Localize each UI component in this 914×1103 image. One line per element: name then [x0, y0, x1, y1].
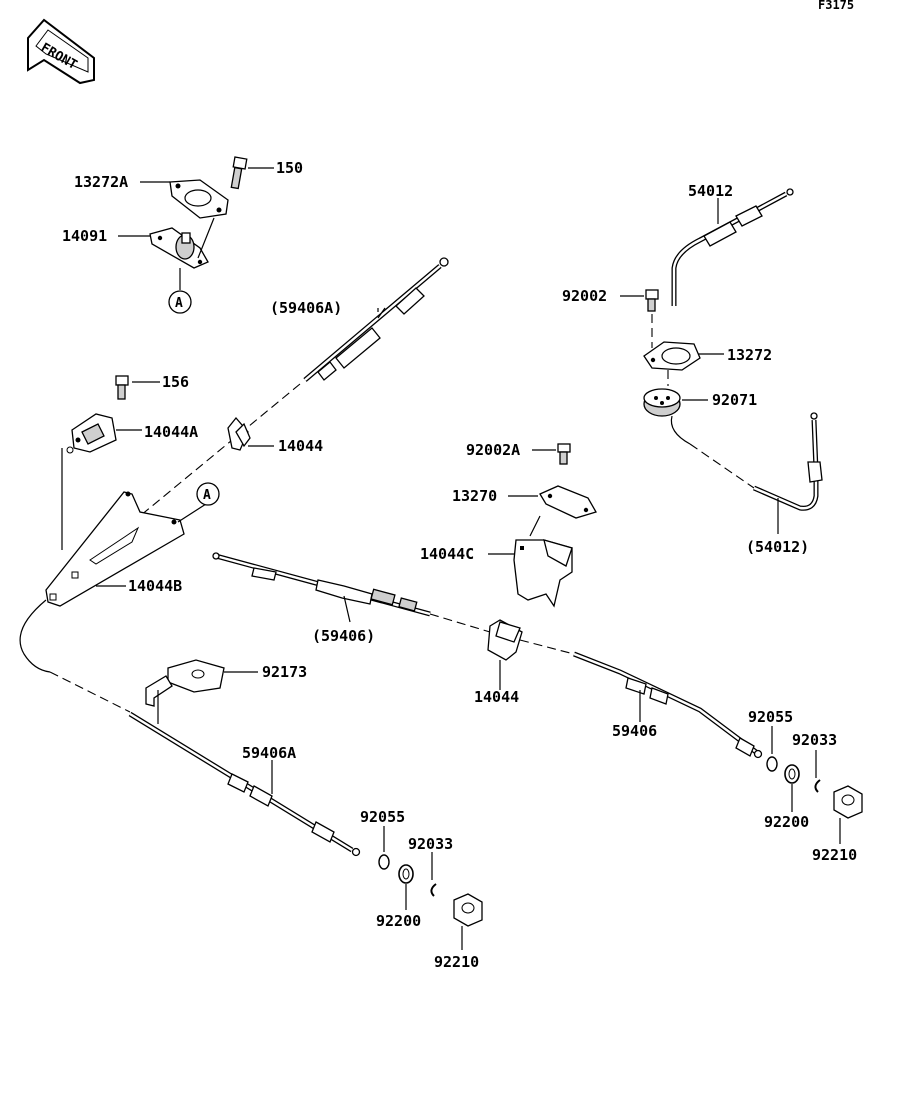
gasket-13272 — [643, 341, 701, 371]
front-arrow-icon: FRONT — [27, 18, 95, 85]
label-14044C: 14044C — [420, 545, 474, 563]
label-14044-mid: 14044 — [474, 688, 519, 706]
clip-14044-top — [227, 416, 251, 451]
label-150: 150 — [276, 159, 303, 177]
label-92033-left: 92033 — [408, 835, 453, 853]
cable-54012-upper — [671, 188, 794, 306]
label-92200-right: 92200 — [764, 813, 809, 831]
label-92002: 92002 — [562, 287, 607, 305]
cable-59406 — [212, 552, 431, 623]
bracket-14044C — [513, 539, 573, 608]
clip-92033-right — [814, 779, 821, 793]
label-54012: 54012 — [688, 182, 733, 200]
plate-13270 — [539, 485, 597, 519]
nut-92210-right — [833, 785, 863, 819]
label-13270: 13270 — [452, 487, 497, 505]
label-156: 156 — [162, 373, 189, 391]
label-14091: 14091 — [62, 227, 107, 245]
bolt-150 — [230, 156, 248, 190]
part-14091 — [149, 227, 209, 269]
oring-92055-right — [766, 756, 778, 772]
bolt-92002 — [645, 289, 659, 312]
grommet-92071 — [643, 388, 681, 417]
gasket-13272A — [169, 179, 229, 219]
label-92071: 92071 — [712, 391, 757, 409]
label-92210-left: 92210 — [434, 953, 479, 971]
label-59406A-paren: (59406A) — [270, 299, 342, 317]
svg-text:A: A — [203, 488, 211, 503]
label-14044-top: 14044 — [278, 437, 323, 455]
label-92055-left: 92055 — [360, 808, 405, 826]
bolt-156 — [115, 375, 129, 400]
bracket-14044B — [45, 491, 185, 607]
cable-59406A-upper — [303, 257, 449, 382]
bolt-92002A — [557, 443, 571, 465]
bracket-92173 — [145, 659, 225, 707]
label-92033-right: 92033 — [792, 731, 837, 749]
label-92200-left: 92200 — [376, 912, 421, 930]
cable-59406A-lower — [128, 711, 361, 857]
label-13272A: 13272A — [74, 173, 128, 191]
label-59406A: 59406A — [242, 744, 296, 762]
nut-92210-left — [453, 893, 483, 927]
washer-92200-right — [784, 764, 800, 784]
clip-92033-left — [430, 883, 437, 897]
cable-59406-right — [573, 651, 763, 759]
label-59406: 59406 — [612, 722, 657, 740]
label-14044B: 14044B — [128, 577, 182, 595]
label-54012-paren: (54012) — [746, 538, 809, 556]
oring-92055-left — [378, 854, 390, 870]
ref-marker-a-bracket: A — [196, 482, 220, 506]
label-92173: 92173 — [262, 663, 307, 681]
label-13272: 13272 — [727, 346, 772, 364]
washer-92200-left — [398, 864, 414, 884]
svg-text:A: A — [175, 296, 183, 311]
clip-14044-mid — [487, 619, 523, 661]
clamp-14044A — [66, 413, 117, 454]
label-92002A: 92002A — [466, 441, 520, 459]
cable-54012-lower — [753, 412, 823, 511]
figure-code: F3175 — [818, 0, 854, 12]
label-92055-right: 92055 — [748, 708, 793, 726]
label-92210-right: 92210 — [812, 846, 857, 864]
label-14044A: 14044A — [144, 423, 198, 441]
ref-marker-a-top: A — [168, 290, 192, 314]
label-59406-paren: (59406) — [312, 627, 375, 645]
